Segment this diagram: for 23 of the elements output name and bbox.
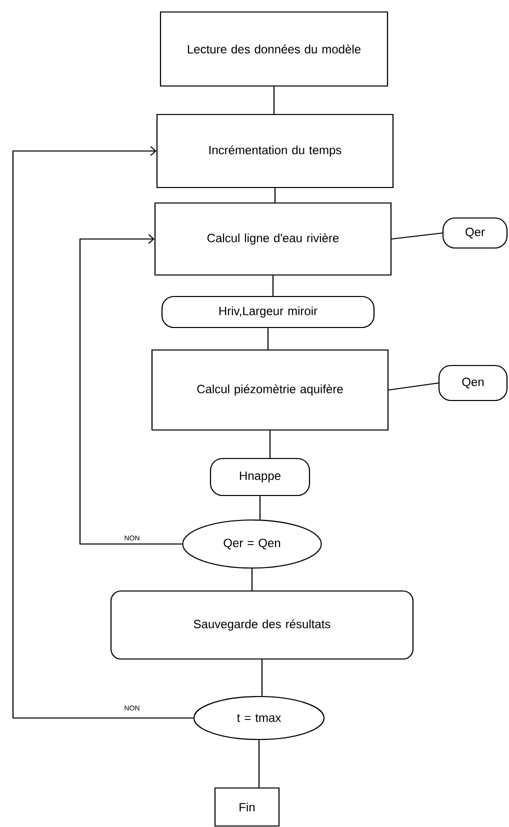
- connector-line: [273, 86, 275, 114]
- connector-line: [274, 188, 276, 202]
- connector-line: [261, 660, 263, 696]
- data-terminal: Hriv,Largeur miroir: [161, 296, 375, 328]
- process-box: Incrémentation du temps: [156, 114, 394, 188]
- connector-line: [388, 382, 439, 391]
- process-box: Calcul piézomètrie aquifère: [151, 349, 389, 431]
- connector-line: [272, 276, 274, 296]
- connector-line: [258, 740, 260, 788]
- connector-line: [269, 430, 271, 458]
- end-box: Fin: [214, 787, 280, 827]
- process-box: Calcul ligne d'eau rivière: [154, 202, 392, 276]
- output-terminal: Qer: [442, 217, 508, 249]
- connector-line: [251, 568, 253, 590]
- connector-line: [267, 328, 269, 350]
- output-terminal: Qen: [438, 364, 508, 402]
- process-box: Lecture des données du modèle: [160, 11, 388, 87]
- process-box: Sauvegarde des résultats: [110, 590, 414, 660]
- connector-line: [391, 232, 443, 240]
- connector-line: [79, 234, 182, 545]
- data-terminal: Hnappe: [210, 458, 310, 496]
- connector-line: [12, 146, 194, 719]
- connector-line: [259, 496, 261, 520]
